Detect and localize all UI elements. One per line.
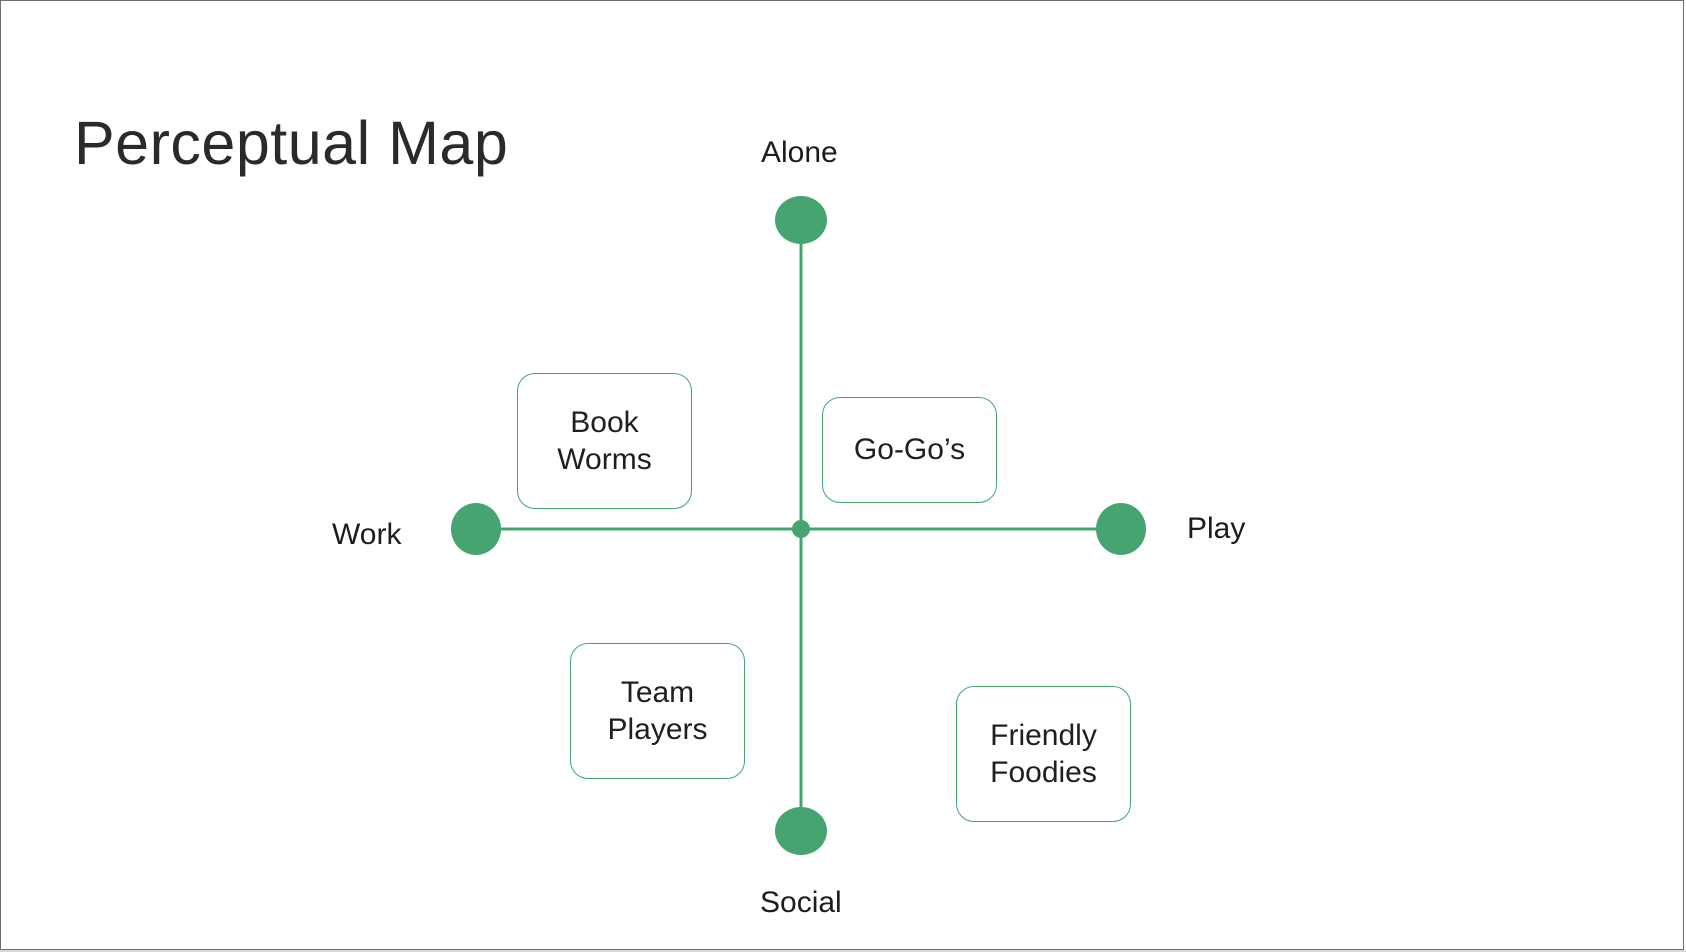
cluster-team-players: Team Players (570, 643, 745, 779)
cluster-book-worms: Book Worms (517, 373, 692, 509)
social-endpoint-dot (775, 807, 827, 855)
cluster-friendly-foodies: Friendly Foodies (956, 686, 1131, 822)
axis-label-play: Play (1187, 512, 1246, 545)
origin-dot (792, 520, 810, 538)
axis-label-alone: Alone (761, 136, 838, 169)
cluster-go-gos: Go-Go’s (822, 397, 997, 503)
alone-endpoint-dot (775, 196, 827, 244)
play-endpoint-dot (1096, 503, 1146, 555)
axis-label-social: Social (760, 886, 842, 919)
bottom-edge (0, 950, 1686, 952)
work-endpoint-dot (451, 503, 501, 555)
slide-title: Perceptual Map (74, 109, 509, 177)
axis-label-work: Work (332, 518, 402, 551)
